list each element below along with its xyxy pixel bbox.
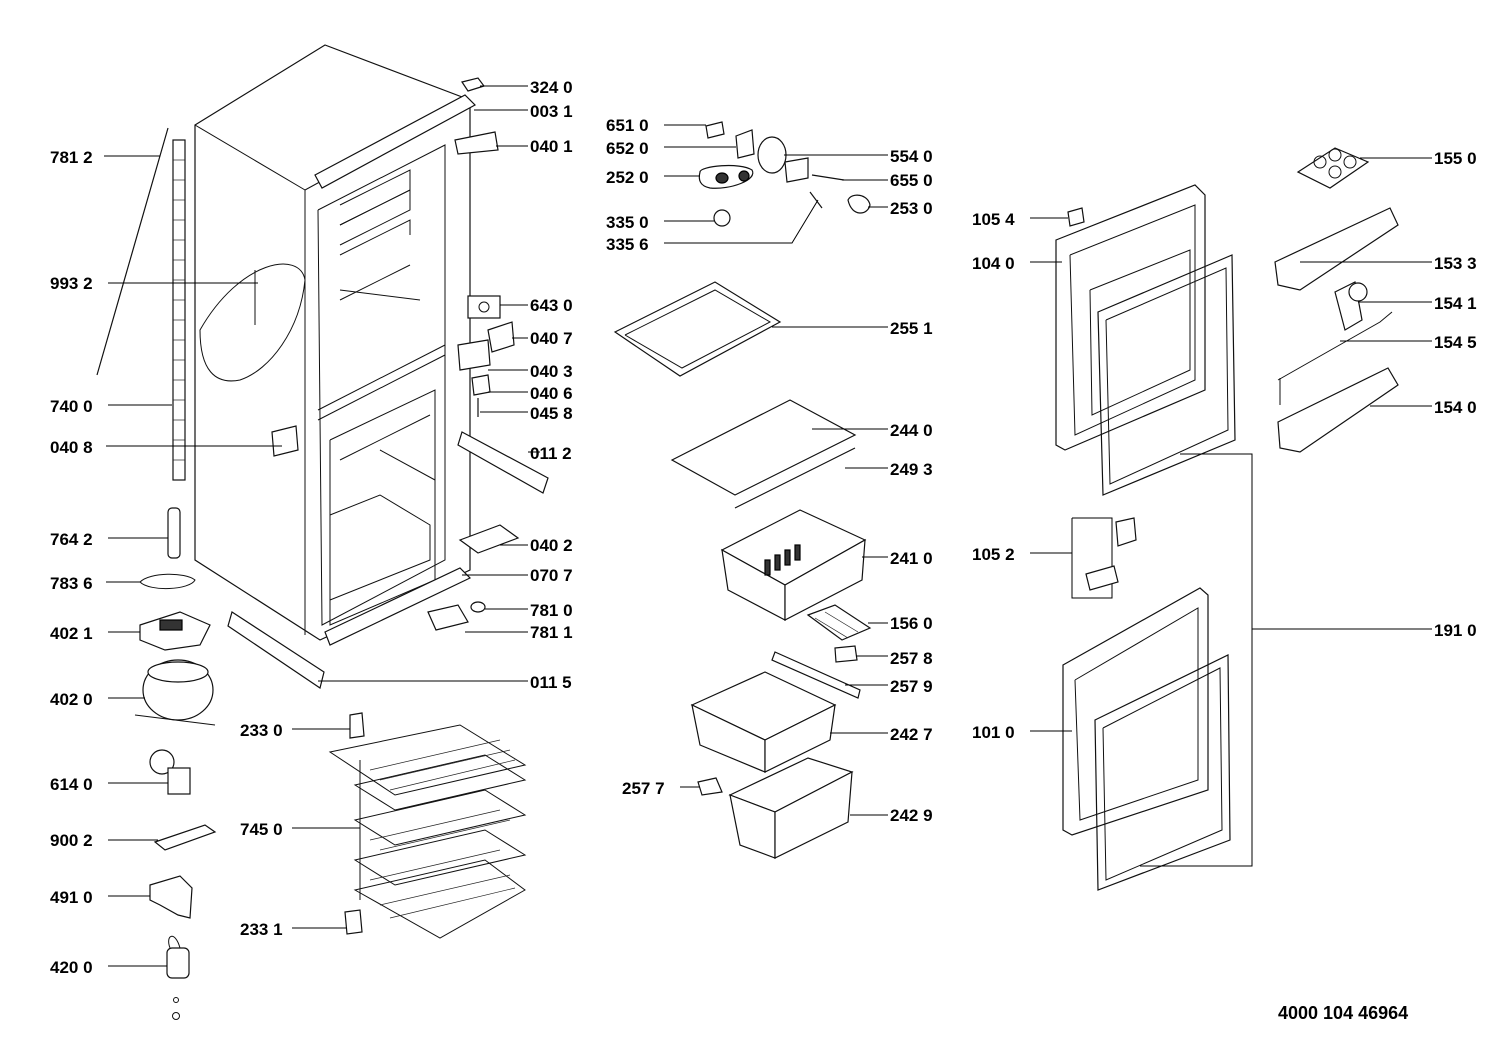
part-label-420-0: 420 0 [50,958,93,977]
part-label-191-0: 191 0 [1434,621,1477,640]
part-label-101-0: 101 0 [972,723,1015,742]
part-label-233-1: 233 1 [240,920,283,939]
part-label-105-2: 105 2 [972,545,1015,564]
part-label-040-7: 040 7 [530,329,573,348]
part-label-011-2: 011 2 [530,444,572,463]
part-labels: 324 0 003 1 040 1 781 2 993 2 643 0 040 … [50,78,1477,977]
part-label-040-2: 040 2 [530,536,573,555]
part-label-233-0: 233 0 [240,721,283,740]
part-label-257-8: 257 8 [890,649,933,668]
part-label-745-0: 745 0 [240,820,283,839]
part-label-155-0: 155 0 [1434,149,1477,168]
document-number: 4000 104 46964 [1278,1003,1408,1023]
door-shelves-drawings [1274,147,1399,453]
part-label-040-6: 040 6 [530,384,573,403]
part-label-003-1: 003 1 [530,102,573,121]
part-label-652-0: 652 0 [606,139,649,158]
cabinet-drawing [194,44,476,646]
part-label-154-1: 154 1 [1434,294,1477,313]
part-label-156-0: 156 0 [890,614,933,633]
part-label-781-2: 781 2 [50,148,93,167]
part-label-040-3: 040 3 [530,362,573,381]
part-label-614-0: 614 0 [50,775,93,794]
part-label-764-2: 764 2 [50,530,93,549]
part-label-993-2: 993 2 [50,274,93,293]
part-label-105-4: 105 4 [972,210,1015,229]
part-label-154-5: 154 5 [1434,333,1477,352]
part-label-402-0: 402 0 [50,690,93,709]
part-label-253-0: 253 0 [890,199,933,218]
part-label-335-0: 335 0 [606,213,649,232]
part-label-257-9: 257 9 [890,677,933,696]
leader-lines [104,85,1432,967]
part-label-324-0: 324 0 [530,78,573,97]
door-drawings [1055,184,1236,891]
part-label-335-6: 335 6 [606,235,649,254]
part-label-252-0: 252 0 [606,168,649,187]
part-label-643-0: 643 0 [530,296,573,315]
part-label-402-1: 402 1 [50,624,93,643]
part-label-257-7: 257 7 [622,779,665,798]
part-label-781-1: 781 1 [530,623,573,642]
part-label-491-0: 491 0 [50,888,93,907]
wire-shelves-drawing [328,712,527,939]
part-label-783-6: 783 6 [50,574,93,593]
left-parts-drawings [96,127,217,1020]
part-label-011-5: 011 5 [530,673,572,692]
part-label-781-0: 781 0 [530,601,573,620]
part-label-153-3: 153 3 [1434,254,1477,273]
part-label-104-0: 104 0 [972,254,1015,273]
part-label-070-7: 070 7 [530,566,573,585]
cabinet-small-parts-drawings [227,77,549,689]
part-label-242-9: 242 9 [890,806,933,825]
part-label-244-0: 244 0 [890,421,933,440]
part-label-249-3: 249 3 [890,460,933,479]
part-label-241-0: 241 0 [890,549,933,568]
part-label-651-0: 651 0 [606,116,649,135]
part-label-040-8: 040 8 [50,438,93,457]
part-label-655-0: 655 0 [890,171,933,190]
part-label-740-0: 740 0 [50,397,93,416]
center-parts-drawings [613,121,872,859]
part-label-154-0: 154 0 [1434,398,1477,417]
part-label-255-1: 255 1 [890,319,933,338]
part-label-045-8: 045 8 [530,404,573,423]
part-label-900-2: 900 2 [50,831,93,850]
part-label-040-1: 040 1 [530,137,573,156]
part-label-554-0: 554 0 [890,147,933,166]
part-label-242-7: 242 7 [890,725,933,744]
